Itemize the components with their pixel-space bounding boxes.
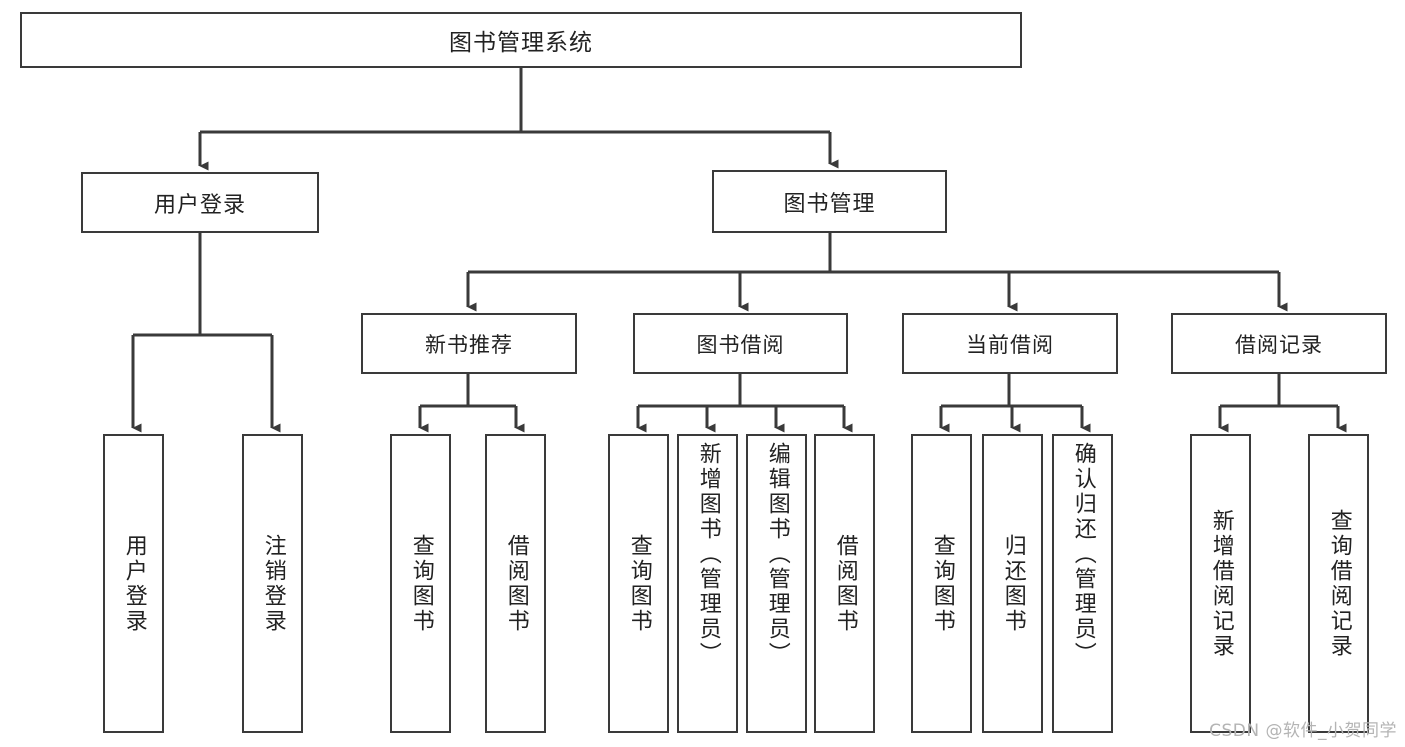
- node-leaf-edit-book-admin-label: 编辑图书（管理员）: [764, 442, 790, 667]
- node-leaf-user-login-label: 用户登录: [121, 533, 147, 634]
- node-leaf-query-book-new[interactable]: 查询图书: [390, 434, 451, 733]
- node-level2-book-management[interactable]: 图书管理: [712, 170, 947, 233]
- node-leaf-return-book[interactable]: 归还图书: [982, 434, 1043, 733]
- node-leaf-add-book-admin[interactable]: 新增图书（管理员）: [677, 434, 738, 733]
- node-leaf-logout-label: 注销登录: [260, 533, 286, 634]
- node-leaf-query-book-new-label: 查询图书: [408, 533, 434, 634]
- node-level3-new-book-recommend[interactable]: 新书推荐: [361, 313, 577, 374]
- node-level3-book-borrow-label: 图书借阅: [696, 332, 785, 357]
- node-root[interactable]: 图书管理系统: [20, 12, 1022, 68]
- node-root-label: 图书管理系统: [449, 30, 593, 56]
- node-leaf-edit-book-admin[interactable]: 编辑图书（管理员）: [746, 434, 807, 733]
- node-level3-current-borrow[interactable]: 当前借阅: [902, 313, 1118, 374]
- node-level3-current-borrow-label: 当前借阅: [966, 332, 1054, 357]
- node-leaf-add-borrow-record[interactable]: 新增借阅记录: [1190, 434, 1251, 733]
- node-leaf-query-borrow-record-label: 查询借阅记录: [1326, 508, 1352, 659]
- node-level2-user-login[interactable]: 用户登录: [81, 172, 319, 233]
- node-leaf-logout[interactable]: 注销登录: [242, 434, 303, 733]
- node-leaf-lend-book-label: 借阅图书: [832, 533, 858, 634]
- node-level3-new-book-recommend-label: 新书推荐: [425, 332, 513, 357]
- node-leaf-add-borrow-record-label: 新增借阅记录: [1208, 508, 1234, 659]
- node-leaf-query-borrow-record[interactable]: 查询借阅记录: [1308, 434, 1369, 733]
- node-level3-book-borrow[interactable]: 图书借阅: [633, 313, 848, 374]
- node-leaf-lend-book[interactable]: 借阅图书: [814, 434, 875, 733]
- node-leaf-confirm-return-admin[interactable]: 确认归还（管理员）: [1052, 434, 1113, 733]
- node-level2-book-management-label: 图书管理: [783, 191, 876, 217]
- node-leaf-borrow-book-new[interactable]: 借阅图书: [485, 434, 546, 733]
- node-leaf-query-book-current[interactable]: 查询图书: [911, 434, 972, 733]
- node-leaf-query-book-current-label: 查询图书: [929, 533, 955, 634]
- node-leaf-user-login[interactable]: 用户登录: [103, 434, 164, 733]
- node-leaf-borrow-book-new-label: 借阅图书: [503, 533, 529, 634]
- node-level2-user-login-label: 用户登录: [153, 192, 246, 218]
- node-level3-borrow-record-label: 借阅记录: [1235, 332, 1323, 357]
- node-level3-borrow-record[interactable]: 借阅记录: [1171, 313, 1387, 374]
- node-leaf-add-book-admin-label: 新增图书（管理员）: [695, 442, 721, 667]
- node-leaf-return-book-label: 归还图书: [1000, 533, 1026, 634]
- node-leaf-query-book-borrow-label: 查询图书: [626, 533, 652, 634]
- node-leaf-confirm-return-admin-label: 确认归还（管理员）: [1070, 442, 1096, 667]
- node-leaf-query-book-borrow[interactable]: 查询图书: [608, 434, 669, 733]
